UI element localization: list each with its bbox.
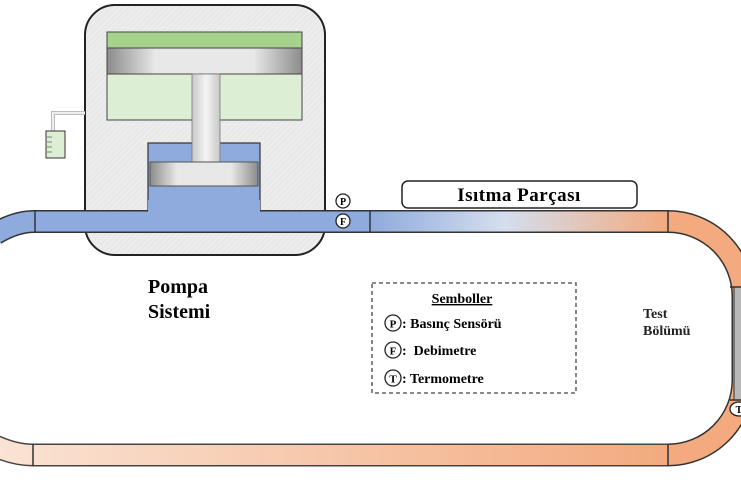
thermometer-icon: T: [729, 401, 741, 417]
test-section-tube: [733, 286, 741, 401]
gauge-tube: [51, 111, 85, 131]
pressure-sensor-icon: P: [335, 193, 351, 209]
gauge-icon: [45, 130, 66, 159]
legend-item-pressure: P : Basınç Sensörü: [384, 314, 502, 332]
legend-item-flow: F : Debimetre: [384, 341, 476, 359]
pump-label-line2: Sistemi: [148, 301, 211, 323]
legend-title: Semboller: [432, 292, 493, 307]
pump-label-line1: Pompa: [148, 276, 208, 298]
test-label-line2: Bölümü: [643, 324, 691, 339]
svg-text:F: F: [340, 217, 346, 228]
test-label-line1: Test: [643, 307, 668, 322]
svg-text:F: F: [390, 346, 397, 358]
svg-text:: Debimetre: : Debimetre: [402, 344, 476, 359]
svg-text:P: P: [340, 197, 346, 208]
svg-text:T: T: [736, 405, 741, 416]
svg-text:: Termometre: : Termometre: [402, 372, 484, 387]
svg-text:P: P: [390, 319, 397, 331]
legend-item-temperature: T : Termometre: [384, 369, 484, 387]
heater-label-box: [401, 180, 638, 209]
heater-label: Isıtma Parçası: [457, 185, 581, 206]
flow-meter-icon: F: [335, 213, 351, 229]
upper-piston: [106, 47, 303, 75]
svg-text:T: T: [389, 374, 397, 386]
legend: Semboller P : Basınç Sensörü F : Debimet…: [371, 282, 577, 394]
svg-text:: Basınç Sensörü: : Basınç Sensörü: [402, 317, 502, 332]
piston-rod: [191, 73, 221, 165]
lower-piston: [149, 161, 259, 187]
pump-top-plate: [106, 31, 303, 49]
pipe-joints: [32, 211, 741, 466]
